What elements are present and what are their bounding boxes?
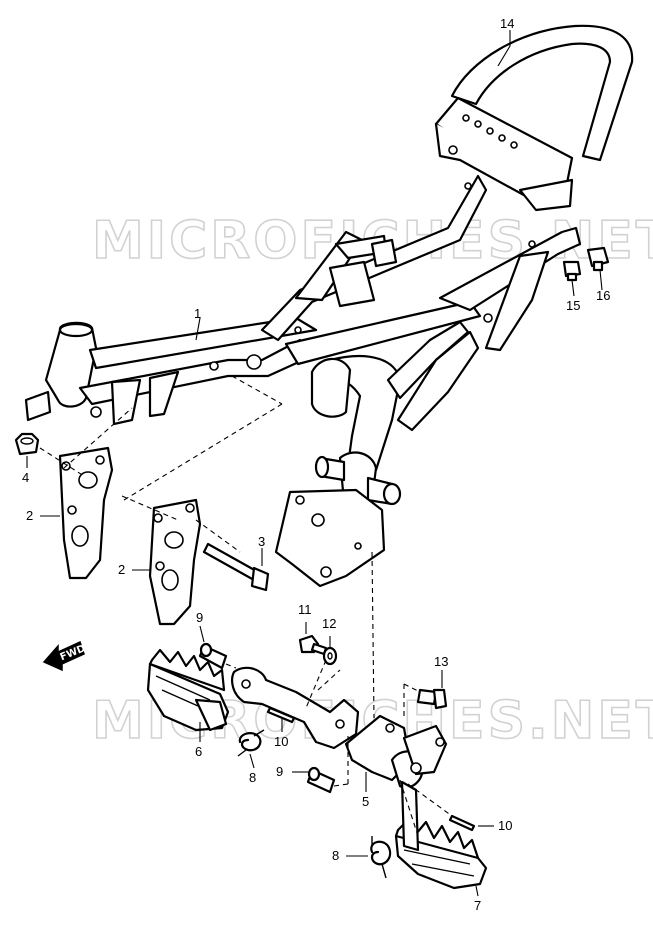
leader-lines [26, 30, 603, 897]
engine-mount-plate-upper [58, 446, 114, 580]
callout-8-left: 8 [249, 770, 256, 785]
callout-2-lower: 2 [118, 562, 125, 577]
spring-8-left [237, 729, 265, 757]
rear-carrier [434, 24, 634, 212]
callout-1: 1 [194, 306, 201, 321]
callout-12: 12 [322, 616, 336, 631]
callout-8-right: 8 [332, 848, 339, 863]
callout-3: 3 [258, 534, 265, 549]
cotter-pin-10-left [266, 706, 296, 724]
pin-9-upper [198, 642, 228, 670]
callout-14: 14 [500, 16, 514, 31]
footrest-bracket-5 [231, 666, 448, 789]
bolt-11 [298, 634, 328, 656]
engine-mount-plate-lower [148, 498, 202, 626]
callout-9-upper: 9 [196, 610, 203, 625]
callout-10-right: 10 [498, 818, 512, 833]
forward-arrow-icon: FWD [42, 640, 87, 672]
callout-15: 15 [566, 298, 580, 313]
callout-16: 16 [596, 288, 610, 303]
callout-9-lower: 9 [276, 764, 283, 779]
bolt-15 [562, 260, 582, 282]
footrest-6 [146, 648, 230, 732]
footrest-7 [394, 780, 488, 890]
callout-4: 4 [22, 470, 29, 485]
callout-2-upper: 2 [26, 508, 33, 523]
callout-6: 6 [195, 744, 202, 759]
pin-9-lower [306, 766, 336, 794]
callout-11: 11 [298, 602, 312, 617]
callout-10-left: 10 [274, 734, 288, 749]
callout-13: 13 [434, 654, 448, 669]
reference-lines [39, 375, 453, 837]
nut-4 [14, 432, 40, 456]
callout-numbers: 1 2 2 3 4 5 6 7 8 8 9 9 10 10 11 12 13 1… [22, 16, 610, 913]
cotter-pin-10-right [448, 814, 476, 832]
bolt-13 [416, 688, 448, 710]
main-frame [24, 174, 582, 588]
callout-7: 7 [474, 898, 481, 913]
bolt-3 [202, 542, 270, 592]
spring-8-right [370, 836, 392, 879]
bolt-16 [586, 246, 610, 272]
callout-5: 5 [362, 794, 369, 809]
